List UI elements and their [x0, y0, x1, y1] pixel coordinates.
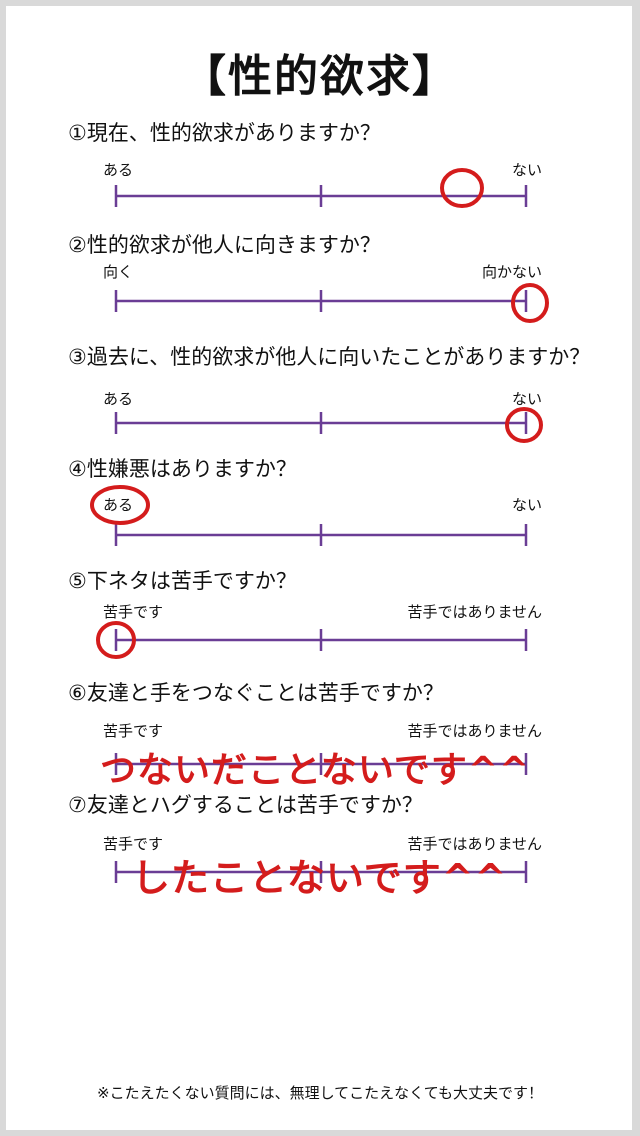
rating-scale[interactable]: [0, 677, 640, 795]
scale-left-label: 向く: [103, 263, 134, 281]
rating-scale[interactable]: [0, 789, 640, 907]
scale-left-label: ある: [103, 496, 134, 514]
question-2: ②性的欲求が他人に向きますか？ 向く 向かない: [0, 229, 640, 347]
scale-left-label: 苦手です: [103, 722, 164, 740]
question-4: ④性嫌悪はありますか？ ある ない: [0, 453, 640, 571]
question-7: ⑦友達とハグすることは苦手ですか？ 苦手です 苦手ではありません したことないで…: [0, 789, 640, 907]
selection-circle: [505, 407, 543, 443]
selection-circle: [511, 283, 549, 323]
question-text: ②性的欲求が他人に向きますか？: [68, 233, 381, 257]
question-text: ⑥友達と手をつなぐことは苦手ですか？: [68, 681, 444, 705]
rating-scale[interactable]: [0, 117, 640, 235]
scale-right-label: 苦手ではありません: [407, 835, 542, 853]
question-5: ⑤下ネタは苦手ですか？ 苦手です 苦手ではありません: [0, 565, 640, 683]
question-text: ③過去に、性的欲求が他人に向いたことがありますか？: [68, 345, 591, 369]
selection-circle: [96, 621, 136, 659]
rating-scale[interactable]: [0, 453, 640, 571]
scale-left-label: ある: [103, 390, 134, 408]
scale-right-label: 向かない: [481, 263, 542, 281]
selection-circle: [90, 485, 150, 525]
question-3: ③過去に、性的欲求が他人に向いたことがありますか？ ある ない: [0, 341, 640, 459]
scale-right-label: ない: [511, 161, 542, 179]
scale-left-label: 苦手です: [103, 603, 164, 621]
handwritten-answer: つないだことないです^^: [100, 750, 531, 791]
scale-left-label: ある: [103, 161, 134, 179]
footnote: ※こたえたくない質問には、無理してこたえなくても大丈夫です！: [97, 1084, 543, 1102]
scale-right-label: 苦手ではありません: [407, 722, 542, 740]
scale-right-label: 苦手ではありません: [407, 603, 542, 621]
scale-right-label: ない: [511, 496, 542, 514]
handwritten-answer: したことないです^^: [132, 856, 508, 900]
questionnaire-sheet: [6, 6, 632, 1130]
selection-circle: [440, 168, 484, 208]
question-6: ⑥友達と手をつなぐことは苦手ですか？ 苦手です 苦手ではありません つないだこと…: [0, 677, 640, 795]
question-text: ①現在、性的欲求がありますか？: [68, 121, 381, 145]
question-1: ①現在、性的欲求がありますか？ ある ない: [0, 117, 640, 235]
rating-scale[interactable]: [0, 229, 640, 347]
question-text: ⑤下ネタは苦手ですか？: [68, 569, 297, 593]
page-title: 【性的欲求】: [182, 51, 458, 102]
rating-scale[interactable]: [0, 341, 640, 459]
rating-scale[interactable]: [0, 565, 640, 683]
scale-left-label: 苦手です: [103, 835, 164, 853]
scale-right-label: ない: [511, 390, 542, 408]
question-text: ⑦友達とハグすることは苦手ですか？: [68, 793, 423, 817]
question-text: ④性嫌悪はありますか？: [68, 457, 297, 481]
